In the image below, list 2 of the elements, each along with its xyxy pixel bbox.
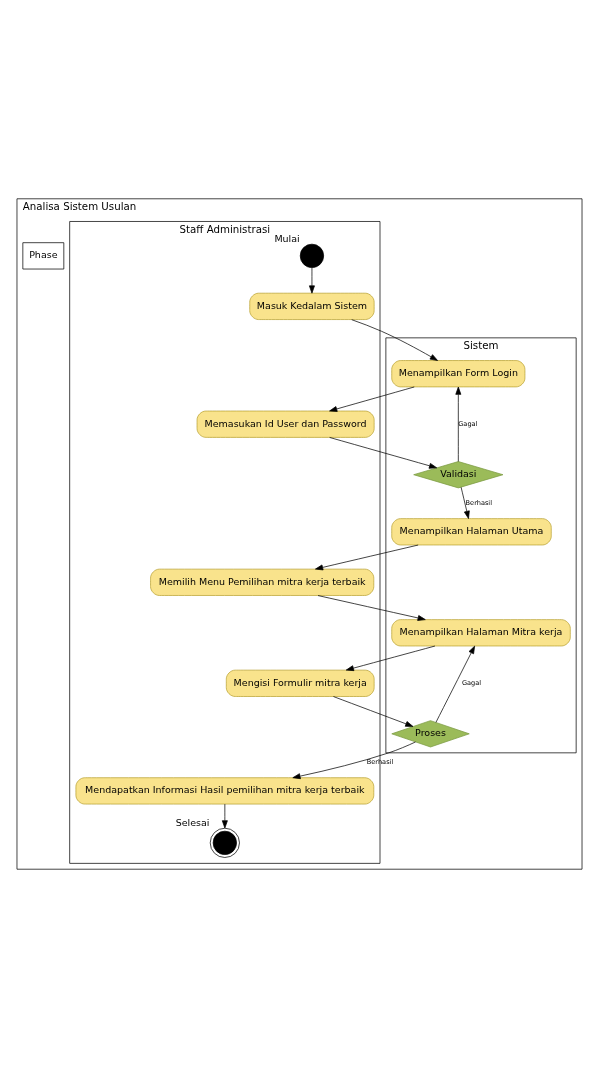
- node-label: Mulai: [274, 232, 300, 244]
- node-label: Selesai: [175, 816, 210, 828]
